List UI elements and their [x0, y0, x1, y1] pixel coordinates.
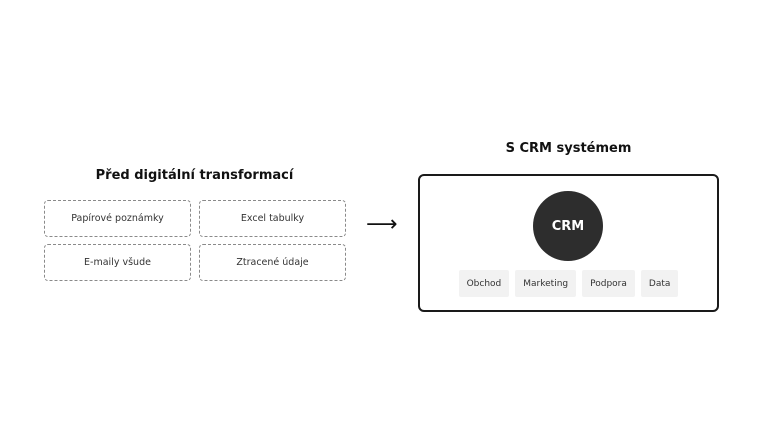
- crm-system-box: CRM Obchod Marketing Podpora Data: [418, 174, 719, 312]
- before-title: Před digitální transformací: [95, 168, 294, 183]
- module-data: Data: [640, 270, 679, 297]
- before-item-lost-data: Ztracené údaje: [199, 244, 346, 281]
- module-obchod: Obchod: [458, 270, 510, 297]
- crm-hub-label: CRM: [551, 218, 585, 234]
- before-item-emails: E-maily všude: [44, 244, 191, 281]
- after-title: S CRM systémem: [505, 141, 632, 156]
- crm-hub: CRM: [533, 191, 603, 261]
- before-item-paper-notes: Papírové poznámky: [44, 200, 191, 237]
- before-grid: Papírové poznámky Excel tabulky E-maily …: [44, 200, 346, 281]
- module-marketing: Marketing: [515, 270, 577, 297]
- module-podpora: Podpora: [582, 270, 635, 297]
- before-item-excel: Excel tabulky: [199, 200, 346, 237]
- crm-modules: Obchod Marketing Podpora Data: [420, 270, 717, 297]
- arrow-right-icon: ⟶: [366, 212, 398, 237]
